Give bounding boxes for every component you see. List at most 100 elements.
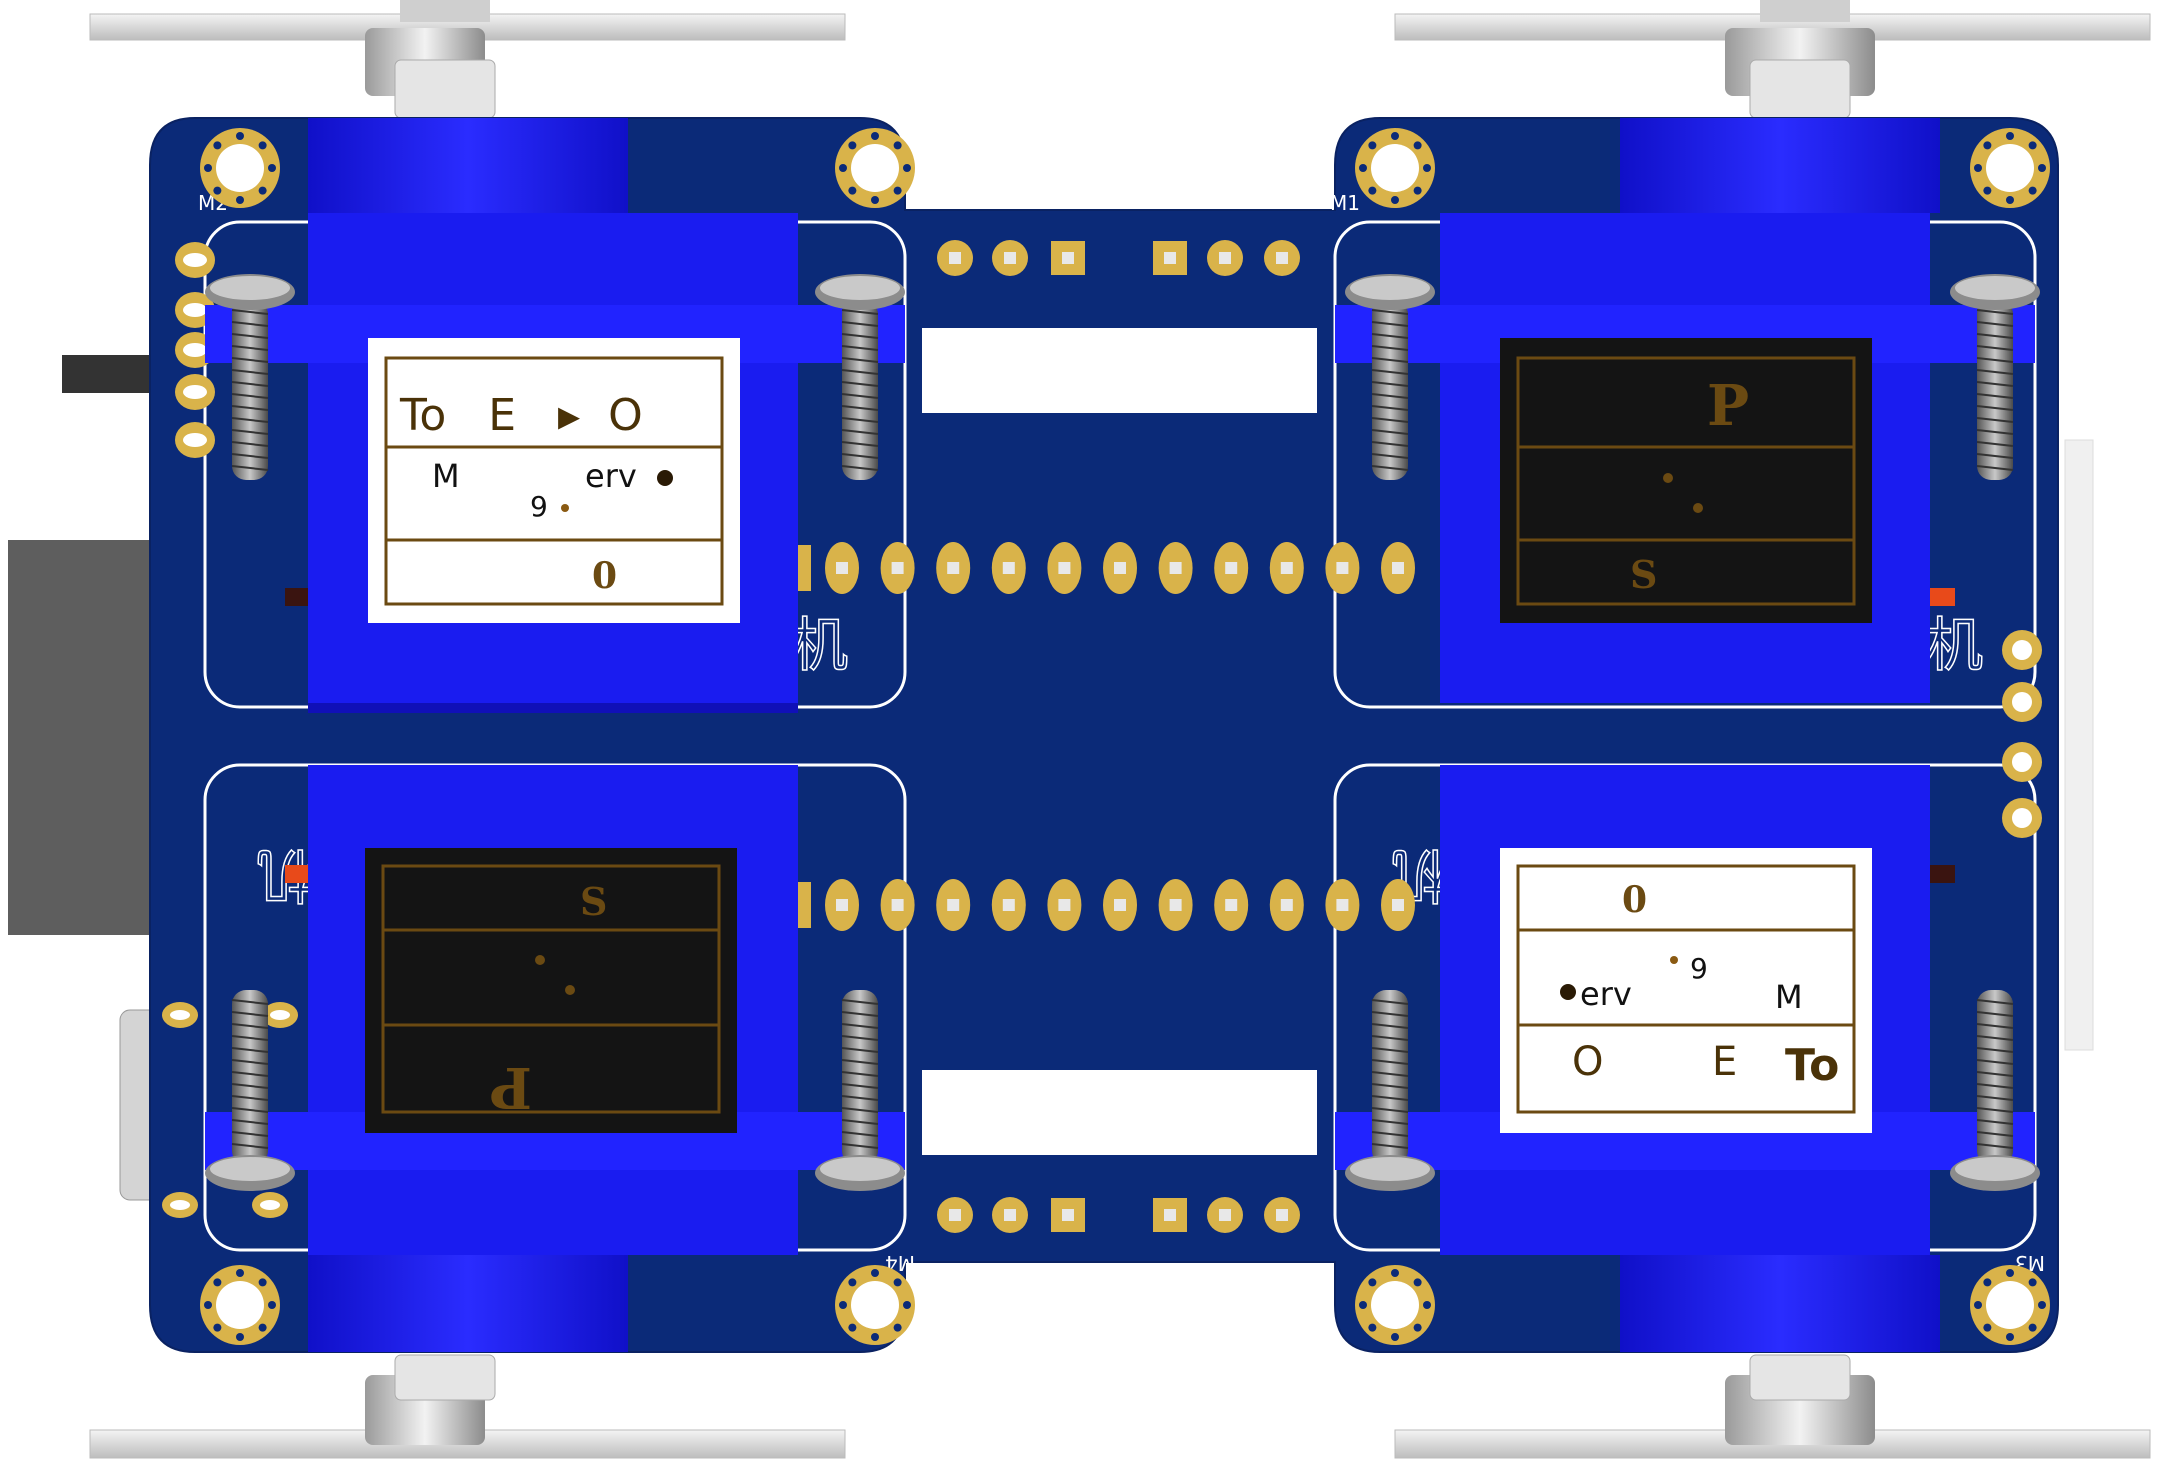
- screw-icon: [815, 274, 905, 480]
- pin-pad-icon: [1214, 542, 1249, 594]
- wheel-bottom-right: [1394, 1354, 2151, 1459]
- wheel-top-right: [1394, 0, 2151, 119]
- servo-tl-row1: To E ▸ O: [399, 390, 643, 441]
- servo-tr-row3: S: [1630, 552, 1657, 597]
- pin-pad-icon: [1269, 542, 1304, 594]
- pin-pad-icon: [1214, 879, 1249, 931]
- servo-br-row2a: 9: [1690, 952, 1708, 985]
- screw-icon: [1345, 990, 1435, 1191]
- pin-pad-icon: [992, 1197, 1028, 1233]
- screws: [205, 274, 2040, 1191]
- pin-pad-icon: [937, 240, 973, 276]
- pin-pad-icon: [1153, 1198, 1187, 1232]
- mounting-hole-icon: [200, 128, 280, 208]
- pin-pads: [162, 240, 2042, 1233]
- pin-pad-icon: [937, 1197, 973, 1233]
- header-pin-icon: [62, 355, 152, 393]
- silk-char-tl: 机: [790, 611, 848, 679]
- screw-icon: [205, 990, 295, 1191]
- pin-pad-icon: [991, 542, 1026, 594]
- servo-bl-row1: S: [580, 879, 607, 924]
- wheel-top-left: [89, 0, 846, 119]
- pin-pad-icon: [1051, 1198, 1085, 1232]
- pin-pad-icon: [2002, 798, 2042, 838]
- servo-tl-row2a: M: [432, 457, 460, 495]
- board-cutout-top: [922, 328, 1317, 413]
- screw-icon: [1950, 274, 2040, 480]
- pin-pad-icon: [1264, 1197, 1300, 1233]
- pin-pad-icon: [2002, 682, 2042, 722]
- led-br: [1930, 865, 1955, 883]
- screw-icon: [205, 274, 295, 480]
- pin-pad-icon: [992, 240, 1028, 276]
- pin-pad-icon: [936, 542, 971, 594]
- header-pin-icon: [175, 242, 215, 278]
- usb-connector: [8, 540, 153, 935]
- pin-pad-icon: [262, 1002, 298, 1028]
- servo-tl-row2b: erv: [585, 457, 637, 495]
- pin-pad-icon: [1158, 879, 1193, 931]
- pin-pad-icon: [1047, 879, 1082, 931]
- servo-tr-row1: P: [1707, 373, 1749, 439]
- silk-char-tr: 机: [1925, 611, 1983, 679]
- board-cutout-bottom: [922, 1070, 1317, 1155]
- servo-label-bottom-right: 0 9 erv M O E To: [1500, 848, 1872, 1133]
- mounting-hole-icon: [1970, 128, 2050, 208]
- mounting-holes: [200, 128, 2050, 1345]
- screw-icon: [815, 990, 905, 1191]
- mounting-hole-icon: [1970, 1265, 2050, 1345]
- pin-pad-icon: [1153, 241, 1187, 275]
- pin-pad-icon: [1381, 879, 1415, 931]
- pin-pad-icon: [1051, 241, 1085, 275]
- pin-pad-icon: [880, 879, 915, 931]
- wheel-bottom-left: [89, 1354, 846, 1459]
- pin-pad-icon: [880, 542, 915, 594]
- pin-pad-icon: [1269, 879, 1304, 931]
- pin-pad-icon: [825, 542, 859, 594]
- led-tl: [285, 588, 310, 606]
- silk-m1: M1: [1330, 191, 1360, 215]
- pin-pad-icon: [1103, 879, 1137, 931]
- pin-pad-icon: [1264, 240, 1300, 276]
- servo-tl-row2c: 9: [530, 490, 548, 523]
- pin-pad-icon: [1158, 542, 1193, 594]
- pin-pad-icon: [162, 1002, 198, 1028]
- mounting-hole-icon: [200, 1265, 280, 1345]
- servo-tl-row3: 0: [592, 555, 617, 597]
- pin-pad-icon: [1207, 240, 1243, 276]
- header-pin-icon: [175, 422, 215, 458]
- mounting-hole-icon: [1355, 1265, 1435, 1345]
- pin-pad-icon: [1325, 879, 1360, 931]
- servo-br-row2b: erv: [1580, 975, 1632, 1013]
- servo-label-bottom-left: S P: [365, 848, 737, 1133]
- pin-pad-icon: [1381, 542, 1415, 594]
- pin-pad-icon: [936, 879, 971, 931]
- pin-pad-icon: [991, 879, 1026, 931]
- pin-pad-icon: [252, 1192, 288, 1218]
- pin-pad-icon: [1207, 1197, 1243, 1233]
- mounting-hole-icon: [835, 128, 915, 208]
- mounting-hole-icon: [835, 1265, 915, 1345]
- pin-pad-icon: [2002, 742, 2042, 782]
- servo-br-row3c: To: [1785, 1040, 1839, 1091]
- servo-br-row2c: M: [1775, 978, 1803, 1016]
- pin-pad-icon: [1103, 542, 1137, 594]
- pin-pad-icon: [162, 1192, 198, 1218]
- servo-br-row1: 0: [1622, 879, 1647, 921]
- servo-br-row3b: E: [1712, 1039, 1737, 1085]
- pin-pad-icon: [1047, 542, 1082, 594]
- servo-label-top-left: To E ▸ O M erv 9 0: [368, 338, 740, 623]
- pin-pad-icon: [1325, 542, 1360, 594]
- pin-pad-icon: [2002, 630, 2042, 670]
- servo-bl-row3: P: [490, 1054, 532, 1120]
- pin-pad-icon: [825, 879, 859, 931]
- header-pin-icon: [175, 374, 215, 410]
- screw-icon: [1345, 274, 1435, 480]
- mounting-hole-icon: [1355, 128, 1435, 208]
- screw-icon: [1950, 990, 2040, 1191]
- led-tr: [1930, 588, 1955, 606]
- servo-br-row3a: O: [1572, 1039, 1603, 1085]
- servo-label-top-right: P S: [1500, 338, 1872, 623]
- led-bl: [285, 865, 310, 883]
